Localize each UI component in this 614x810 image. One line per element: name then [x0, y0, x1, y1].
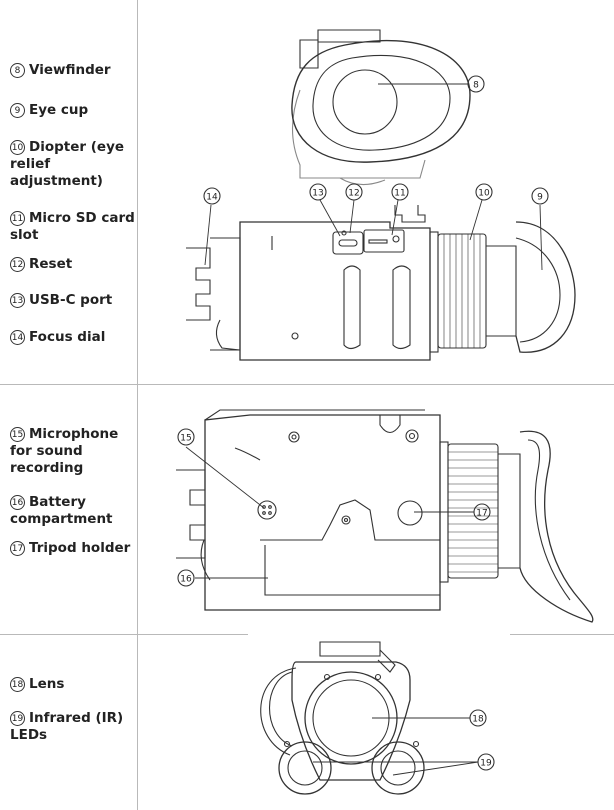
side-view-illustration — [186, 205, 576, 361]
callout-9: 9 — [537, 193, 543, 203]
callout-number: 19 — [10, 711, 25, 726]
column-divider — [137, 0, 138, 810]
legend-label: USB-C port — [29, 292, 113, 308]
callout-19: 19 — [480, 759, 492, 769]
legend-item-lens: 18 Lens — [10, 676, 135, 693]
legend-label: Viewfinder — [29, 62, 111, 78]
row-divider-2a — [0, 634, 248, 635]
legend-label: Lens — [29, 676, 65, 692]
callout-number: 12 — [10, 257, 25, 272]
callout-16: 16 — [180, 575, 192, 585]
legend-label: Battery compartment — [10, 494, 113, 527]
rear-view-illustration — [291, 29, 471, 186]
callout-number: 14 — [10, 330, 25, 345]
front-view-illustration — [260, 641, 425, 795]
callout-14: 14 — [206, 193, 218, 203]
legend-item-tripod: 17 Tripod holder — [10, 540, 135, 557]
legend-label: Micro SD card slot — [10, 210, 135, 243]
legend-item-viewfinder: 8 Viewfinder — [10, 62, 135, 79]
callout-number: 15 — [10, 427, 25, 442]
legend-label: Focus dial — [29, 329, 106, 345]
callout-18: 18 — [472, 715, 484, 725]
row-divider-2b — [510, 634, 614, 635]
legend-label: Eye cup — [29, 102, 89, 118]
callout-8: 8 — [473, 81, 479, 91]
legend-item-focus-dial: 14 Focus dial — [10, 329, 135, 346]
callout-number: 8 — [10, 63, 25, 78]
legend-item-eye-cup: 9 Eye cup — [10, 102, 135, 119]
legend-label: Reset — [29, 256, 73, 272]
callout-number: 13 — [10, 293, 25, 308]
callout-12: 12 — [348, 189, 359, 199]
callout-15: 15 — [180, 434, 191, 444]
callout-number: 9 — [10, 103, 25, 118]
legend-item-reset: 12 Reset — [10, 256, 135, 273]
legend-label: Diopter (eye relief adjustment) — [10, 139, 125, 189]
callout-17: 17 — [476, 509, 487, 519]
callout-10: 10 — [478, 189, 490, 199]
row-divider-1 — [0, 384, 614, 385]
leader-lines — [185, 83, 543, 776]
callout-number: 16 — [10, 495, 25, 510]
callout-circles — [177, 75, 549, 771]
callout-number: 11 — [10, 211, 25, 226]
bottom-view-illustration — [176, 409, 594, 623]
callout-number: 10 — [10, 140, 25, 155]
callout-11: 11 — [394, 189, 405, 199]
callout-number: 17 — [10, 541, 25, 556]
legend-label: Tripod holder — [29, 540, 131, 556]
callout-13: 13 — [312, 189, 323, 199]
legend-label: Microphone for sound recording — [10, 426, 119, 476]
callout-number: 18 — [10, 677, 25, 692]
legend-item-usb-c: 13 USB-C port — [10, 292, 135, 309]
legend-label: Infrared (IR) LEDs — [10, 710, 124, 743]
